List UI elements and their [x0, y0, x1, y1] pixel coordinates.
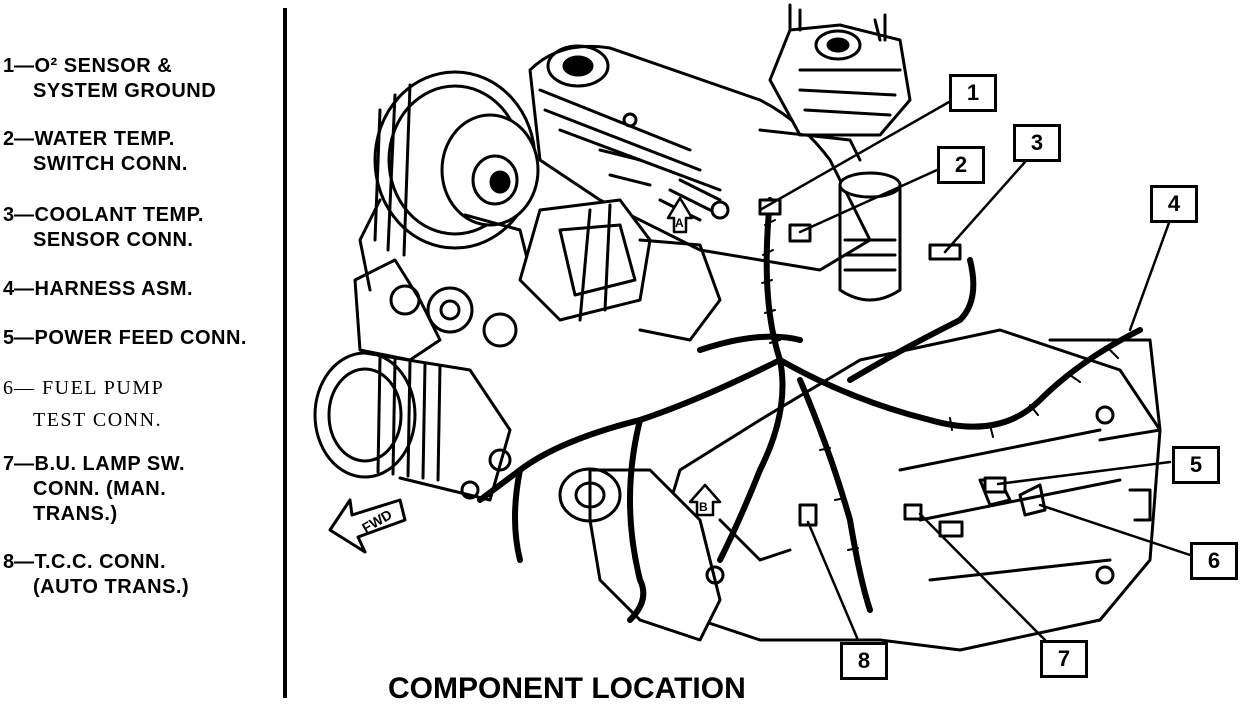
callout-7: 7	[1040, 640, 1088, 678]
callout-4: 4	[1150, 185, 1198, 223]
view-arrow-b-shape	[688, 483, 722, 517]
view-label-a: A	[675, 216, 684, 230]
legend-text-line: TEST CONN.	[33, 409, 163, 431]
engine-block-center	[518, 178, 722, 342]
legend-text-line: —T.C.C. CONN.	[14, 551, 167, 573]
legend-number: 2	[3, 128, 15, 150]
legend-number: 8	[3, 551, 15, 573]
fwd-arrow-shape	[328, 498, 407, 554]
legend-number: 3	[3, 204, 15, 226]
legend-number: 7	[3, 453, 15, 475]
alternator	[373, 70, 540, 272]
legend-text-line: — FUEL PUMP	[14, 377, 165, 399]
figure-caption: COMPONENT LOCATION	[388, 672, 746, 704]
transaxle	[648, 328, 1162, 652]
oil-pan	[558, 467, 792, 642]
callout-3: 3	[1013, 124, 1061, 162]
legend-text-line: —POWER FEED CONN.	[14, 327, 247, 349]
cylinder-head	[528, 44, 872, 272]
thermostat-housing	[838, 171, 902, 302]
callout-6: 6	[1190, 542, 1238, 580]
engine-illustration: FWD A B	[313, 3, 1192, 652]
view-label-b: B	[699, 500, 708, 514]
legend-number: 5	[3, 327, 15, 349]
legend-text-line: TRANS.)	[33, 503, 118, 525]
legend-text-line: —HARNESS ASM.	[14, 278, 194, 300]
callout-2: 2	[937, 146, 985, 184]
ac-compressor	[313, 351, 512, 502]
legend-text-line: SENSOR CONN.	[33, 229, 194, 251]
wiring-harness	[477, 197, 1143, 623]
legend-number: 4	[3, 278, 15, 300]
divider-line	[283, 8, 287, 698]
callout-8: 8	[840, 642, 888, 680]
legend-text-line: CONN. (MAN.	[33, 478, 167, 500]
callout-1: 1	[949, 74, 997, 112]
leader-lines	[758, 100, 1192, 642]
legend-text-line: —WATER TEMP.	[14, 128, 175, 150]
legend-number: 6	[3, 377, 15, 399]
callout-5: 5	[1172, 446, 1220, 484]
legend-text-line: (AUTO TRANS.)	[33, 576, 190, 598]
legend-text-line: —COOLANT TEMP.	[14, 204, 204, 226]
legend-text-line: —O² SENSOR &	[14, 55, 173, 77]
legend-text-line: SWITCH CONN.	[33, 153, 188, 175]
legend-text-line: —B.U. LAMP SW.	[14, 453, 186, 475]
legend-number: 1	[3, 55, 15, 77]
view-arrow-a-shape	[666, 196, 694, 234]
legend-text-line: SYSTEM GROUND	[33, 80, 217, 102]
mounting-bracket	[353, 198, 518, 362]
connector-bodies	[758, 198, 1007, 538]
